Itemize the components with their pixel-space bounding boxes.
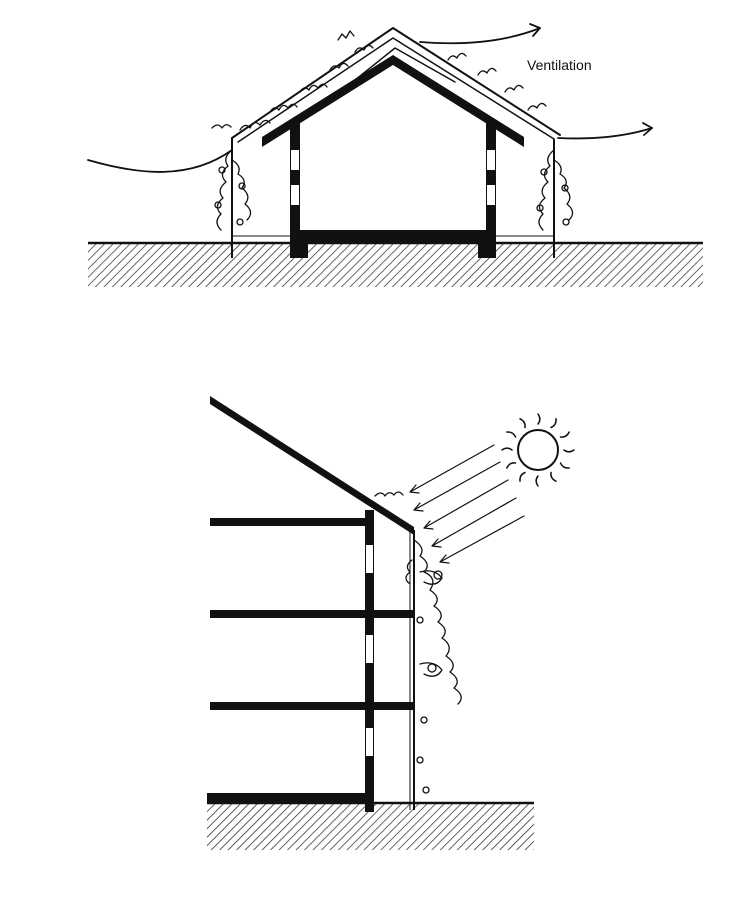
airflow-line-right xyxy=(557,127,653,140)
ground-floor-slab xyxy=(207,793,372,803)
sun-icon xyxy=(501,413,575,487)
sun-ray xyxy=(559,431,570,438)
facade-vegetation xyxy=(374,491,462,794)
sun-ray xyxy=(506,431,517,438)
sloped-roof xyxy=(210,396,414,535)
sunlight-rays xyxy=(409,444,525,564)
airflow-line-left xyxy=(87,149,233,173)
sun-ray xyxy=(501,447,513,451)
outer-roof-skin xyxy=(231,27,561,139)
floor-slab-3 xyxy=(210,702,415,710)
floor-slab-2 xyxy=(210,610,415,618)
sun-ray xyxy=(550,418,557,429)
sun-ray xyxy=(550,471,557,482)
ventilation-label: Ventilation xyxy=(527,57,592,73)
inner-roof xyxy=(262,55,524,147)
sun-ray xyxy=(563,449,575,453)
trellis-vegetation xyxy=(214,149,574,231)
ground-hatch-top xyxy=(88,243,703,287)
sun-ray xyxy=(506,462,517,469)
sun-ray xyxy=(519,418,526,429)
sun-ray xyxy=(519,471,526,482)
sun-ray xyxy=(559,462,570,469)
bottom-section xyxy=(207,396,575,850)
roof-vegetation xyxy=(211,30,547,131)
top-section: Ventilation xyxy=(87,23,703,287)
sun-ray xyxy=(535,475,539,487)
sun-ray xyxy=(537,413,541,425)
floor-slab-1 xyxy=(210,518,370,526)
airflow-line-top xyxy=(419,27,541,45)
floor-slab xyxy=(290,230,496,244)
